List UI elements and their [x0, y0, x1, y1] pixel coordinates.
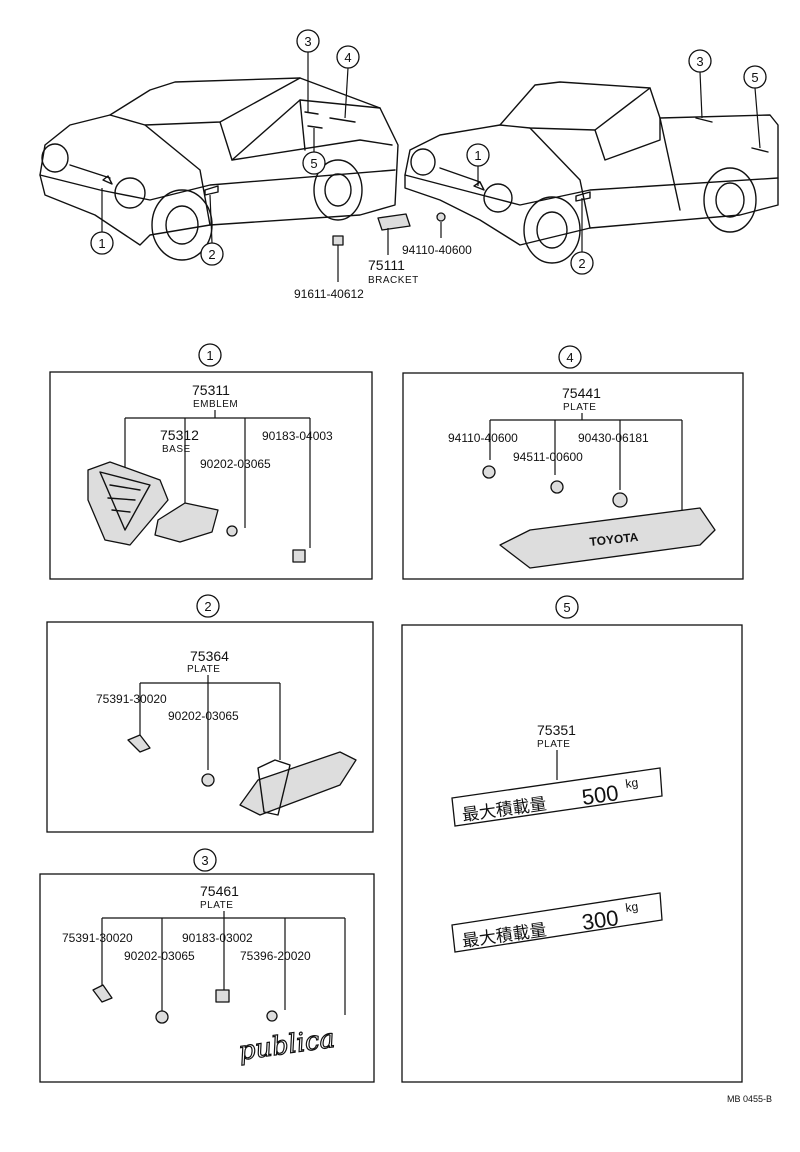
grommet-part: [436, 212, 446, 238]
wagon-car-illustration: [39, 77, 399, 261]
s4-nut-part-number: 90430-06181: [578, 431, 649, 445]
s4-grommet-part: [482, 465, 496, 479]
s2-main-part-number: 75364: [190, 648, 229, 664]
s1-main-part-name: EMBLEM: [193, 399, 238, 410]
callout-3-wagon: [296, 29, 320, 53]
s3-clip-part: [92, 984, 113, 1003]
callout-5-pickup: [743, 65, 767, 89]
s1-base-part-name: BASE: [162, 444, 191, 455]
s1-clip-part-number: 90202-03065: [200, 457, 271, 471]
callout-2-pickup: [570, 251, 594, 275]
s3-publica-logo: publica: [237, 1024, 337, 1067]
s5-main-part-name: PLATE: [537, 739, 570, 750]
callout-1-pickup: [466, 143, 490, 167]
grommet-part-number: 94110-40600: [402, 243, 472, 257]
s3-clip2-part-number: 75396-20020: [240, 949, 311, 963]
section-5-box: [401, 624, 743, 1083]
callout-5-wagon: [302, 151, 326, 175]
bracket-part-number: 75111: [368, 257, 405, 273]
s2-side-plate: [239, 751, 357, 816]
s2-grommet-part: [201, 773, 215, 787]
s5-plate1-value: 500: [580, 780, 620, 810]
s4-main-part-number: 75441: [562, 385, 601, 401]
s2-clip-part-number: 75391-30020: [96, 692, 167, 706]
figure-reference: MB 0455-B: [727, 1094, 772, 1104]
s4-plate-text: TOYOTA: [589, 530, 639, 549]
s1-base-part: [154, 502, 219, 543]
s1-nut-part: [292, 549, 306, 563]
s5-plate2-jp: 最大積載量: [461, 920, 548, 952]
section-4-marker: [558, 345, 582, 369]
section-2-box: [46, 621, 374, 833]
s4-grommet-part-number: 94110-40600: [448, 431, 518, 445]
bracket-part: [377, 213, 411, 255]
callout-3-pickup-label: 3: [696, 54, 703, 69]
s3-main-part-name: PLATE: [200, 900, 233, 911]
s1-nut-part-number: 90183-04003: [262, 429, 333, 443]
s4-nut-part: [612, 492, 628, 508]
bolt-part: [332, 235, 344, 282]
pickup-car-illustration: [404, 81, 779, 264]
s5-plate2-value: 300: [580, 905, 620, 935]
s4-washer-part-number: 94511-00600: [513, 450, 583, 464]
section-1-box: [49, 371, 373, 580]
section-5-marker: [555, 595, 579, 619]
s2-clip-part: [127, 734, 151, 753]
s2-main-part-name: PLATE: [187, 664, 220, 675]
bracket-part-name: BRACKET: [368, 275, 419, 286]
section-4-box: [402, 372, 744, 580]
callout-3-pickup: [688, 49, 712, 73]
s3-grommet-part: [155, 1010, 169, 1024]
s2-grommet-part-number: 90202-03065: [168, 709, 239, 723]
s3-grommet-part-number: 90202-03065: [124, 949, 195, 963]
section-3-marker: [193, 848, 217, 872]
section-4-marker-label: 4: [566, 350, 573, 365]
bolt-part-number: 91611-40612: [294, 287, 364, 301]
callout-1-pickup-label: 1: [474, 148, 481, 163]
s3-nut-part: [215, 989, 230, 1003]
s4-main-part-name: PLATE: [563, 402, 596, 413]
s4-washer-part: [550, 480, 564, 494]
s1-main-part-number: 75311: [192, 382, 230, 398]
callout-2-wagon-label: 2: [208, 247, 215, 262]
callout-2-wagon: [200, 242, 224, 266]
callout-4-wagon: [336, 45, 360, 69]
s5-plate-300kg: 最大積載量 300 kg: [451, 892, 663, 953]
callout-1-wagon-label: 1: [98, 236, 105, 251]
s5-plate2-unit: kg: [624, 899, 639, 915]
callout-1-wagon: [90, 231, 114, 255]
callout-5-pickup-label: 5: [751, 70, 758, 85]
s3-main-part-number: 75461: [200, 883, 239, 899]
s1-clip-part: [226, 525, 238, 537]
section-2-marker-label: 2: [204, 599, 211, 614]
s1-emblem-part: [87, 461, 169, 546]
s4-toyota-plate: TOYOTA: [499, 507, 716, 569]
s5-plate1-unit: kg: [624, 775, 639, 791]
s3-clip2-part: [266, 1010, 278, 1022]
section-3-box: [39, 873, 375, 1083]
s5-main-part-number: 75351: [537, 722, 576, 738]
section-5-marker-label: 5: [563, 600, 570, 615]
callout-4-wagon-label: 4: [344, 50, 351, 65]
section-1-marker: [198, 343, 222, 367]
s5-plate1-jp: 最大積載量: [461, 794, 548, 826]
section-3-marker-label: 3: [201, 853, 208, 868]
section-2-marker: [196, 594, 220, 618]
callout-5-wagon-label: 5: [310, 156, 317, 171]
callout-2-pickup-label: 2: [578, 256, 585, 271]
s3-nut-part-number: 90183-03002: [182, 931, 253, 945]
s1-base-part-number: 75312: [160, 427, 199, 443]
callout-3-wagon-label: 3: [304, 34, 311, 49]
section-1-marker-label: 1: [206, 348, 213, 363]
s3-clip-part-number: 75391-30020: [62, 931, 133, 945]
